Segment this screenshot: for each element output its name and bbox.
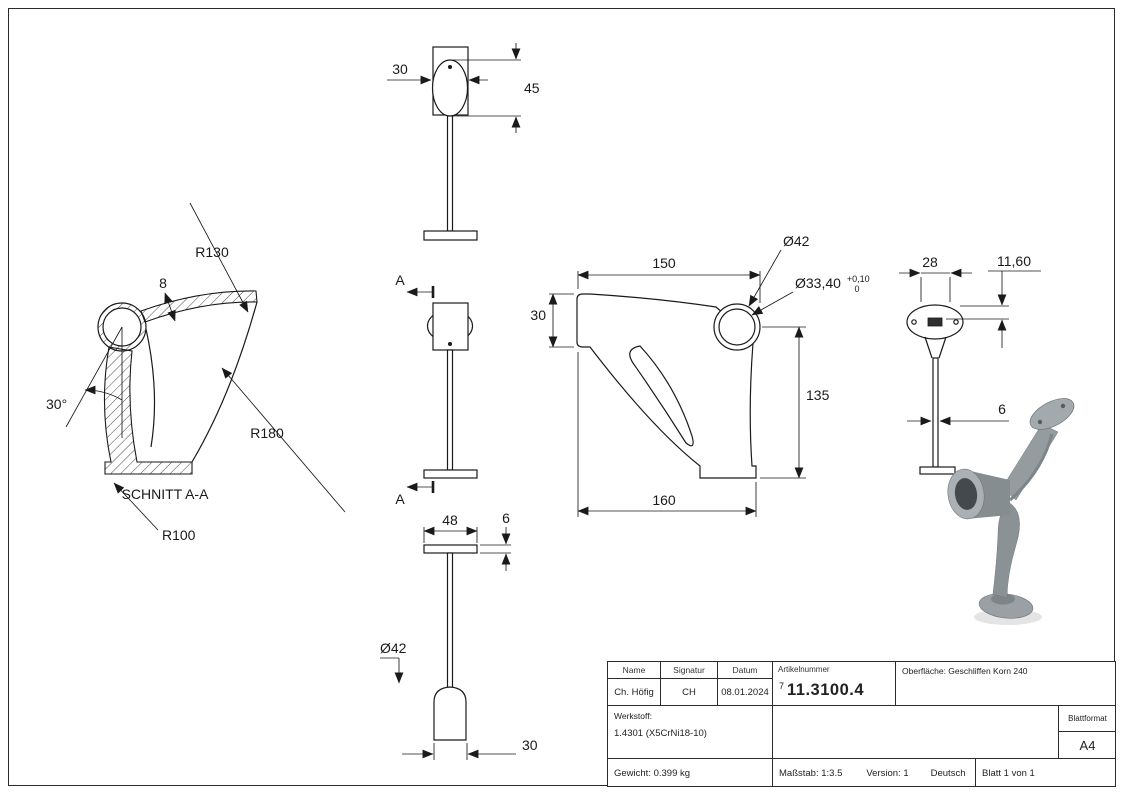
drawing-border	[8, 8, 1115, 786]
scale-value: Maßstab: 1:3.5	[779, 767, 843, 779]
dim-28: 28	[899, 254, 972, 302]
dim-label-45: 45	[524, 80, 540, 96]
dim-150: 150	[577, 255, 761, 303]
dim-label-30-tube: 30	[522, 737, 538, 753]
section-title: SCHNITT A-A	[122, 486, 210, 502]
value-date: 08.01.2024	[718, 679, 773, 706]
scale-cell: Maßstab: 1:3.5 Version: 1 Deutsch	[773, 759, 976, 787]
article-prefix: 7	[779, 681, 785, 691]
top-view: 30 45	[387, 43, 540, 241]
leader-r100: R100	[113, 482, 196, 543]
dim-label-dia33: Ø33,40 +0,10 0	[795, 269, 874, 294]
format-value: A4	[1079, 737, 1096, 753]
dia33-value: Ø33,40	[795, 275, 841, 291]
material-label: Werkstoff:	[614, 711, 652, 721]
dim-label-160: 160	[652, 492, 676, 508]
dim-plate-48: 48	[423, 512, 478, 543]
dim-label-30-saddle: 30	[530, 307, 546, 323]
dim-label-dia42-tube: Ø42	[380, 640, 407, 656]
section-mark-bottom: A	[395, 481, 435, 507]
dim-angle-30: 30°	[46, 326, 123, 438]
dim-30-saddle: 30	[530, 293, 574, 348]
dim-label-1160: 11,60	[997, 253, 1031, 269]
leader-r180: R180	[221, 367, 346, 513]
iso-3d-view	[947, 398, 1075, 625]
dim-1160: 11,60	[946, 253, 1041, 348]
sheet-cell: Blatt 1 von 1	[982, 767, 1035, 779]
dim-label-48: 48	[442, 512, 458, 528]
3d-saddle-hole-left	[1037, 419, 1043, 425]
dim-label-r100: R100	[162, 527, 196, 543]
value-name: Ch. Höfig	[608, 679, 661, 706]
section-label-a-top: A	[395, 272, 405, 288]
leader-tube-dia42: Ø42	[380, 640, 407, 684]
version-value: Version: 1	[866, 767, 909, 779]
language-value: Deutsch	[930, 767, 966, 779]
header-signature: Signatur	[661, 662, 718, 679]
dim-top-width: 30	[387, 61, 488, 85]
dim-135: 135	[760, 326, 830, 479]
section-view: 30° R130 8 R180 R100 SCHNITT A-A	[46, 202, 346, 543]
format-label: Blattformat	[1059, 706, 1116, 732]
surface-cell: Oberfläche: Geschliffen Korn 240	[896, 662, 1116, 706]
dim-label-8: 8	[159, 275, 167, 291]
dim-label-135: 135	[806, 387, 830, 403]
weight-cell: Gewicht: 0.399 kg	[608, 759, 773, 787]
dim-6-stem: 6	[907, 401, 1009, 426]
empty-cell	[773, 706, 1059, 759]
main-view: 150 30 Ø42 Ø33,40 +0,10 0	[530, 233, 874, 517]
leader-ring-dia42: Ø42	[748, 233, 810, 307]
material-cell: Werkstoff: 1.4301 (X5CrNi18-10)	[608, 706, 773, 759]
dim-label-150: 150	[652, 255, 676, 271]
3d-leg	[992, 501, 1020, 599]
3d-strut	[1009, 433, 1054, 502]
dim-top-height: 45	[453, 43, 540, 133]
dim-thickness-8: 8	[159, 275, 176, 322]
3d-arm	[1001, 423, 1059, 501]
dim-label-30-top: 30	[392, 61, 408, 77]
dim-label-r130: R130	[195, 244, 229, 260]
dim-label-r180: R180	[250, 425, 284, 441]
leader-r130: R130	[189, 202, 249, 313]
plate-tube-view: 48 6 Ø42 30	[380, 510, 538, 760]
3d-foot-boss	[991, 593, 1015, 605]
dim-plate-6: 6	[480, 510, 511, 571]
dim-label-28: 28	[922, 254, 938, 270]
dim-tube-30: 30	[402, 737, 538, 760]
leader-ring-dia33: Ø33,40 +0,10 0	[751, 269, 874, 316]
section-label-a-bottom: A	[395, 491, 405, 507]
header-name: Name	[608, 662, 661, 679]
front-section-view: A A	[395, 272, 478, 507]
format-cell: Blattformat A4	[1059, 706, 1116, 759]
section-mark-top: A	[395, 272, 435, 298]
dia33-tol-upper: +0,10	[847, 274, 870, 284]
dim-160: 160	[577, 352, 757, 517]
3d-saddle-hole-right	[1060, 403, 1066, 409]
header-date: Datum	[718, 662, 773, 679]
value-signature: CH	[661, 679, 718, 706]
dim-label-angle: 30°	[46, 396, 67, 412]
3d-hub-hole	[954, 478, 978, 510]
article-label: Artikelnummer	[778, 665, 830, 674]
article-number: 11.3100.4	[787, 681, 865, 699]
dim-label-6-stem: 6	[998, 401, 1006, 417]
dim-label-dia42-ring: Ø42	[783, 233, 810, 249]
side-view: 28 11,60 6	[899, 253, 1041, 475]
dim-label-6-plate: 6	[502, 510, 510, 526]
dia33-tol-lower: 0	[855, 284, 860, 294]
title-block: Name Signatur Datum Ch. Höfig CH 08.01.2…	[607, 661, 1116, 787]
material-value: 1.4301 (X5CrNi18-10)	[614, 728, 707, 739]
